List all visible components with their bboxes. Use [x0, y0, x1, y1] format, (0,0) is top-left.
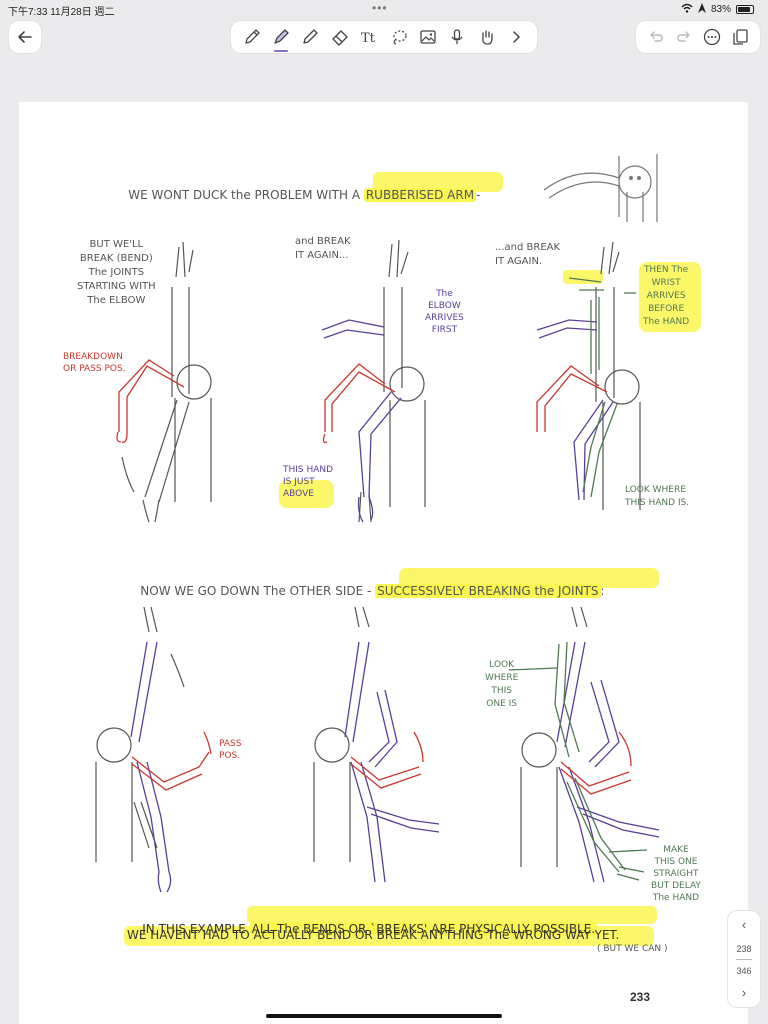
panel2-note: and BREAK IT AGAIN...	[295, 236, 351, 261]
look-where-two-note: LOOK WHERE THIS ONE IS	[485, 660, 519, 709]
section-two-highlight: SUCCESSIVELY BREAKING the JOINTS	[375, 584, 601, 598]
pen-icon[interactable]	[241, 26, 263, 48]
redo-icon[interactable]	[673, 26, 695, 48]
document-tools	[636, 21, 760, 53]
title-highlight: RUBBERISED ARM	[363, 188, 477, 202]
eraser-icon[interactable]	[329, 26, 351, 48]
panel3-note: ...and BREAK IT AGAIN.	[495, 242, 561, 267]
section-two-heading: NOW WE GO DOWN The OTHER SIDE - SUCCESSI…	[125, 570, 605, 612]
page-number: 233	[630, 990, 651, 1004]
current-page: 238	[736, 944, 752, 954]
section-two-text: NOW WE GO DOWN The OTHER SIDE -	[140, 584, 376, 598]
bottom-line-one: IN THIS EXAMPLE ALL The BENDS OR `BREAKS…	[127, 908, 598, 950]
image-icon[interactable]	[417, 26, 439, 48]
section-two-suffix: :	[600, 584, 605, 598]
title-text: WE WONT DUCK the PROBLEM WITH A	[128, 188, 364, 202]
battery-percent: 83%	[710, 4, 731, 15]
hand-above-note: THIS HAND IS JUST ABOVE	[283, 465, 334, 499]
tool-bar: Tt	[231, 21, 537, 53]
home-indicator[interactable]	[266, 1014, 502, 1018]
status-time: 下午7:33 11月28日 週二	[8, 7, 115, 18]
chevron-left-icon: ‹	[741, 917, 747, 932]
text-tool-icon[interactable]: Tt	[358, 26, 380, 48]
chevron-right-icon[interactable]	[505, 26, 527, 48]
pager-divider	[736, 959, 752, 960]
previous-page-button[interactable]: ‹	[728, 917, 760, 932]
make-straight-note: MAKE THIS ONE STRAIGHT BUT DELAY The HAN…	[651, 845, 701, 903]
sketch-drawing	[95, 154, 701, 946]
bottom-line-one-prefix: IN THIS EXAMPLE	[142, 922, 250, 936]
breakdown-note: BREAKDOWN OR PASS POS.	[63, 352, 126, 374]
wifi-icon	[681, 3, 693, 16]
multitask-dots[interactable]: •••	[372, 1, 388, 15]
highlighter-icon[interactable]	[270, 26, 292, 52]
microphone-icon[interactable]	[446, 26, 468, 48]
title-suffix: -	[476, 188, 481, 202]
lasso-icon[interactable]	[388, 26, 410, 48]
undo-icon[interactable]	[645, 26, 667, 48]
bottom-line-two: WE HAVENT HAD TO ACTUALLY BEND OR BREAK …	[127, 928, 620, 942]
page-overview-icon[interactable]	[729, 26, 751, 48]
status-bar: 下午7:33 11月28日 週二 ••• 83%	[0, 0, 768, 18]
next-page-button[interactable]: ›	[728, 985, 760, 1000]
pass-pos-note: PASS POS.	[219, 739, 242, 761]
status-right: 83%	[681, 3, 754, 16]
back-button[interactable]	[9, 21, 41, 53]
total-pages: 346	[736, 966, 752, 976]
more-options-icon[interactable]	[701, 26, 723, 48]
wrist-note: THEN The WRIST ARRIVES BEFORE The HAND	[643, 265, 690, 327]
page-navigator: ‹ 238 346 ›	[728, 911, 760, 1007]
panel1-note: BUT WE'LL BREAK (BEND) The JOINTS STARTI…	[77, 239, 156, 306]
look-where-note: LOOK WHERE THIS HAND IS.	[625, 485, 690, 508]
battery-icon	[736, 5, 754, 14]
arrow-left-icon	[18, 31, 32, 43]
chevron-right-icon: ›	[741, 985, 747, 1000]
location-icon	[697, 3, 706, 16]
bottom-line-one-highlight: ALL The BENDS OR `BREAKS' ARE PHYSICALLY…	[249, 922, 598, 936]
notebook-page[interactable]: WE WONT DUCK the PROBLEM WITH A RUBBERIS…	[19, 102, 748, 1024]
but-we-can-note: ( BUT WE CAN )	[597, 944, 668, 954]
svg-text:Tt: Tt	[361, 31, 376, 46]
hand-icon[interactable]	[476, 26, 498, 48]
title-line: WE WONT DUCK the PROBLEM WITH A RUBBERIS…	[113, 174, 480, 216]
elbow-note: The ELBOW ARRIVES FIRST	[425, 289, 464, 335]
pencil-icon[interactable]	[299, 26, 321, 48]
